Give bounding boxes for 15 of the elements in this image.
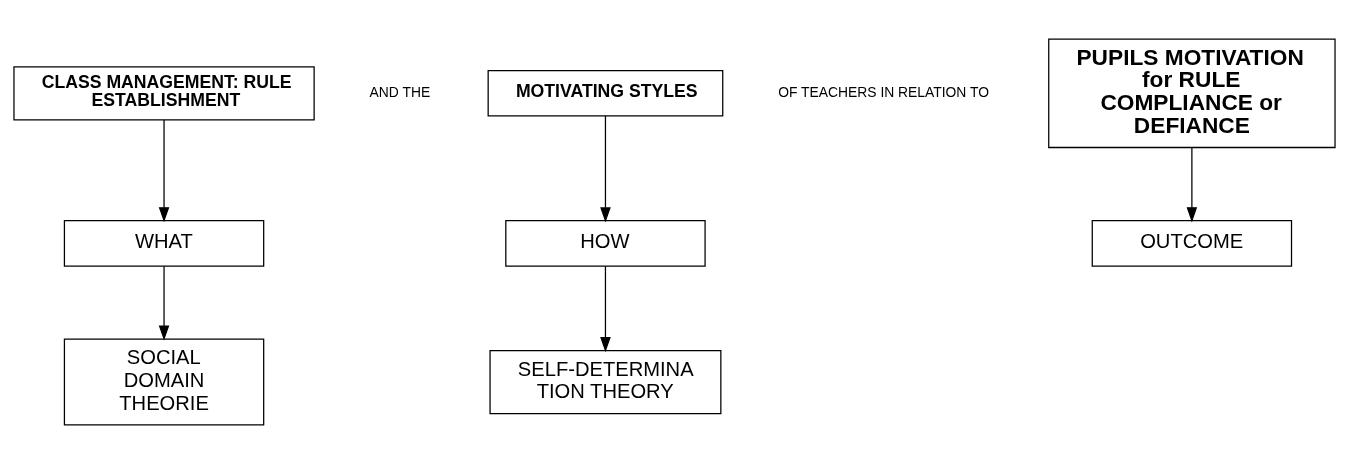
label: OF TEACHERS IN RELATION TO: [778, 83, 989, 100]
node-box: MOTIVATING STYLES: [487, 69, 724, 117]
node-box: OUTCOME: [1091, 220, 1293, 267]
arrow: [600, 115, 611, 223]
node-box: WHAT: [63, 220, 265, 267]
node-box: PUPILS MOTIVATION for RULE COMPLIANCE or DEFIANCE: [1048, 38, 1336, 149]
arrow: [158, 119, 170, 223]
arrow: [600, 265, 611, 353]
node-box: CLASS MANAGEMENT: RULE ESTABLISHMENT: [13, 66, 315, 121]
label: AND THE: [369, 83, 431, 100]
node-box: HOW: [505, 220, 706, 267]
arrow: [158, 265, 170, 341]
node-box: SELF-DETERMINATION THEORY: [489, 349, 722, 415]
node-box: SOCIAL DOMAIN THEORIE: [63, 338, 265, 426]
arrow: [1186, 147, 1198, 223]
